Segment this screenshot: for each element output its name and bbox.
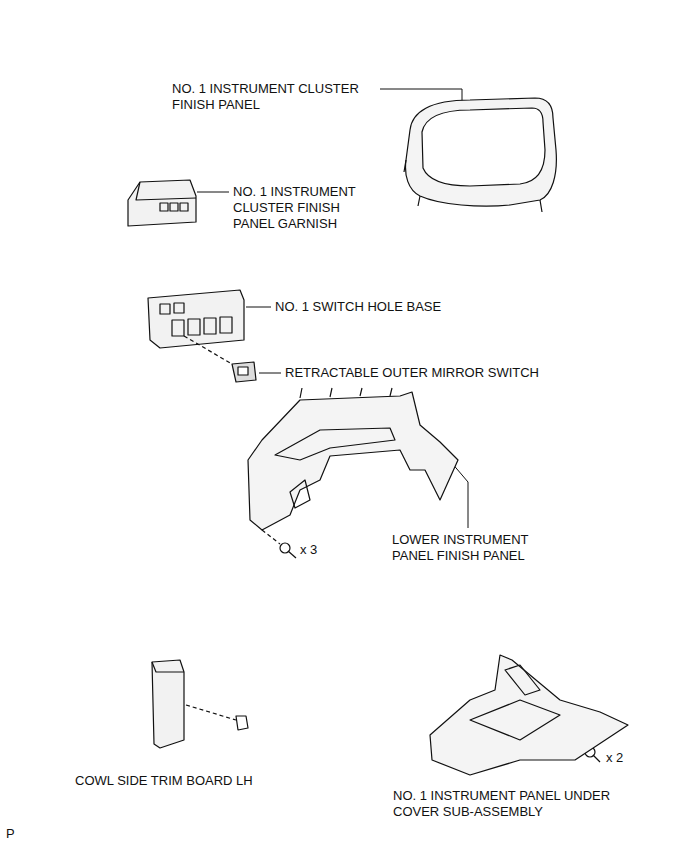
switch-hole-base	[148, 290, 244, 364]
part-name: RETRACTABLE OUTER MIRROR SWITCH	[285, 365, 575, 381]
cowl-side-trim	[152, 660, 248, 748]
part-name: NO. 1 INSTRUMENT CLUSTER FINISH PANEL GA…	[233, 184, 373, 232]
mirror-switch	[232, 362, 256, 382]
lower-finish-panel	[248, 388, 458, 544]
quantity: x 2	[606, 750, 646, 766]
garnish	[128, 180, 196, 226]
figure-code: P	[6, 826, 26, 842]
cluster-finish-panel	[404, 98, 556, 212]
part-name: COWL SIDE TRIM BOARD LH	[75, 773, 305, 789]
part-name: NO. 1 INSTRUMENT PANEL UNDER COVER SUB-A…	[393, 788, 638, 820]
part-name: NO. 1 SWITCH HOLE BASE	[275, 299, 515, 315]
under-cover	[430, 655, 628, 775]
quantity: x 3	[300, 542, 340, 558]
part-name: LOWER INSTRUMENT PANEL FINISH PANEL	[392, 532, 552, 564]
part-name: NO. 1 INSTRUMENT CLUSTER FINISH PANEL	[172, 81, 377, 113]
